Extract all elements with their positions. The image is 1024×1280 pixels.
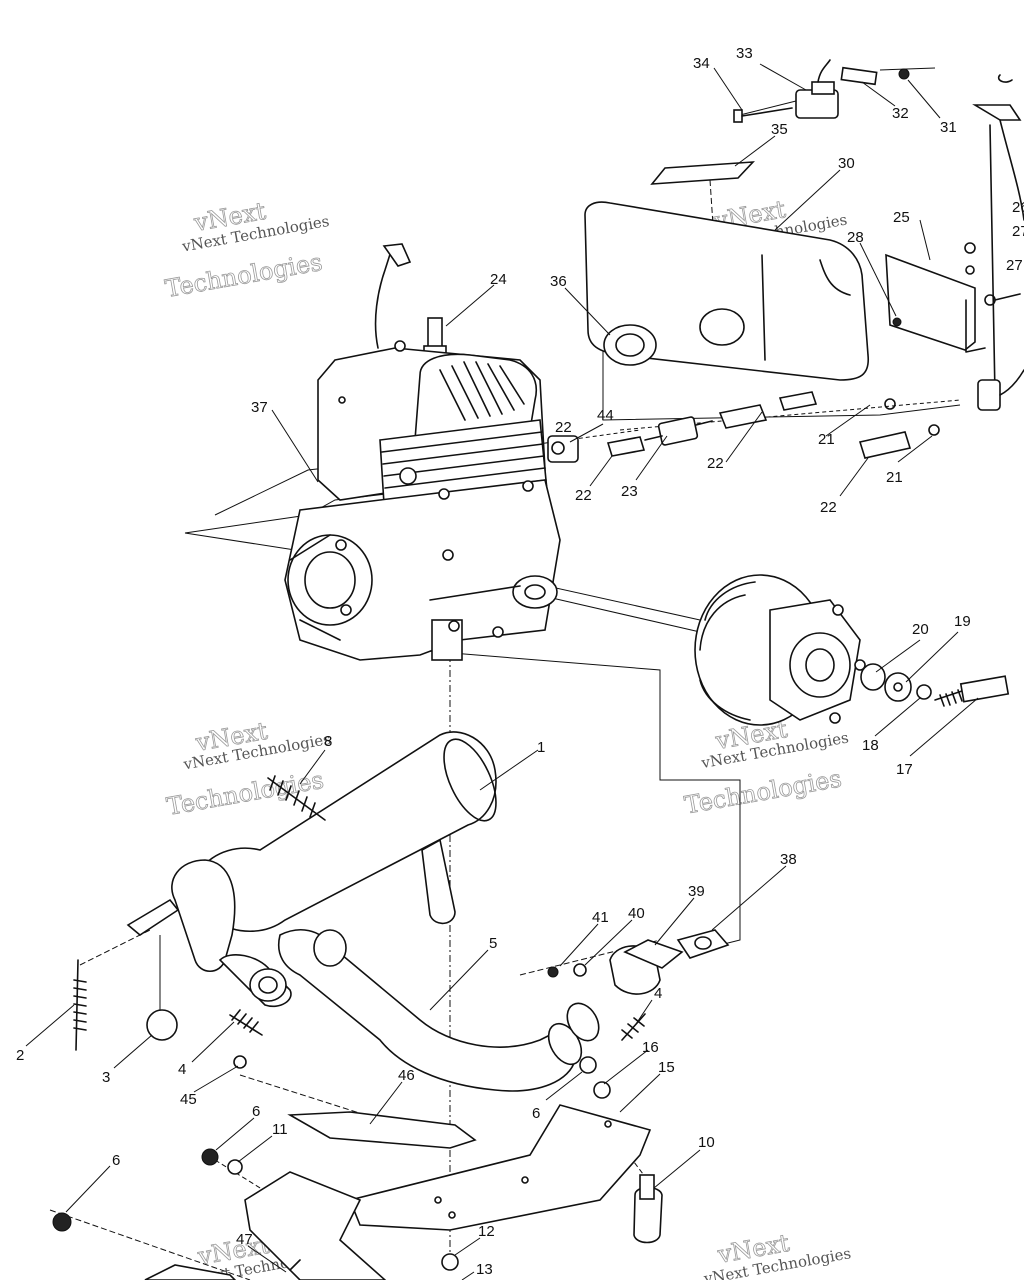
hardware [52,1055,663,1271]
label-part-22-c: 22 [820,499,837,516]
springs [73,775,646,1051]
label-part-34: 34 [693,55,710,72]
label-part-18: 18 [862,737,879,754]
label-part-13: 13 [476,1261,493,1278]
label-part-28: 28 [847,229,864,246]
gasket-sheet [650,161,755,185]
label-part-21-left: 21 [818,431,835,448]
label-part-24: 24 [490,271,507,288]
label-part-39: 39 [688,883,705,900]
label-part-47: 47 [236,1231,253,1248]
label-part-6-nut: 6 [252,1103,260,1120]
label-part-38: 38 [780,851,797,868]
label-part-12: 12 [478,1223,495,1240]
label-part-6-pipe: 6 [532,1105,540,1122]
label-part-1: 1 [537,739,545,756]
watermark-mid-left: vNext vNext Technologies Technologies [164,716,332,821]
label-part-22-b: 22 [707,455,724,472]
watermark-line3: Technologies [164,766,325,821]
heat-shield [287,1111,477,1149]
label-part-4-left: 4 [178,1061,186,1078]
label-part-19: 19 [954,613,971,630]
label-part-27-a: 27 [1012,223,1024,240]
throttle-lever [972,74,1024,411]
label-part-32: 32 [892,105,909,122]
watermark-line3: Technologies [163,248,324,303]
drive-clutch [694,574,1010,726]
label-part-2: 2 [16,1047,24,1064]
label-part-41: 41 [592,909,609,926]
ignition-coil-assembly [733,59,910,123]
fuel-line-parts [606,391,940,459]
engine-block [284,243,579,661]
label-part-10: 10 [698,1134,715,1151]
label-part-46: 46 [398,1067,415,1084]
label-part-15: 15 [658,1059,675,1076]
muffler [126,731,497,1008]
watermark-line3: Technologies [682,764,843,819]
label-part-4-right: 4 [654,985,662,1002]
bottom-panel [244,1171,387,1280]
label-part-5: 5 [489,935,497,952]
label-part-45: 45 [180,1091,197,1108]
engine-shroud [584,201,869,381]
exhaust-pipe [278,929,600,1092]
label-part-37: 37 [251,399,268,416]
mounting-bracket [885,242,1021,353]
label-part-30: 30 [838,155,855,172]
watermark-bottom-right: vNext vNext Technologies [702,1228,853,1280]
label-part-27-b: 27 [1006,257,1023,274]
label-part-8: 8 [324,733,332,750]
label-part-25: 25 [893,209,910,226]
label-part-17: 17 [896,761,913,778]
label-part-33: 33 [736,45,753,62]
label-part-6-bottom: 6 [112,1152,120,1169]
bottom-panel-edge [144,1264,237,1280]
label-part-23: 23 [621,483,638,500]
label-part-22-d: 22 [555,419,572,436]
label-part-35: 35 [771,121,788,138]
watermark-top-left: vNext vNext Technologies Technologies [163,196,331,303]
grommet [603,324,657,366]
part-labels: 1 2 3 4 4 5 6 6 6 8 10 11 12 13 15 16 17… [16,45,1024,1278]
label-part-11: 11 [272,1121,288,1138]
label-part-21-right: 21 [886,469,903,486]
label-part-3: 3 [102,1069,110,1086]
skid-plate [348,1104,652,1231]
label-part-16: 16 [642,1039,659,1056]
label-part-40: 40 [628,905,645,922]
exhaust-manifold [547,929,730,995]
label-part-20: 20 [912,621,929,638]
label-part-26: 26 [1012,199,1024,216]
label-part-36: 36 [550,273,567,290]
label-part-44: 44 [597,407,614,424]
label-part-22-a: 22 [575,487,592,504]
rubber-grommet [146,1009,178,1041]
leader-lines [25,63,979,1280]
label-part-31: 31 [940,119,957,136]
